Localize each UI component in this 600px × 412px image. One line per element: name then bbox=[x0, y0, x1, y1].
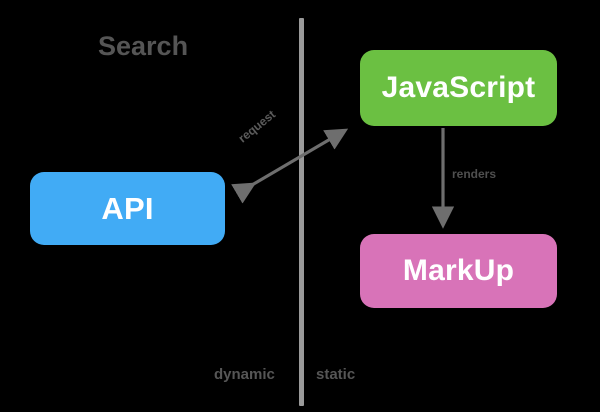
node-javascript-label: JavaScript bbox=[381, 71, 536, 104]
page-title: Search bbox=[98, 31, 189, 61]
zone-label-left: dynamic bbox=[214, 366, 275, 383]
node-markup-label: MarkUp bbox=[402, 254, 515, 287]
edge-cross-label: request bbox=[235, 107, 279, 146]
edge-render-label: renders bbox=[452, 167, 497, 181]
vertical-divider bbox=[299, 18, 304, 406]
node-api-label: API bbox=[101, 190, 154, 226]
edge-cross-arrow bbox=[231, 128, 349, 204]
node-api[interactable]: API bbox=[30, 172, 225, 245]
node-markup[interactable]: MarkUp bbox=[360, 234, 557, 308]
node-javascript[interactable]: JavaScript bbox=[360, 50, 557, 126]
zone-label-right: static bbox=[316, 366, 356, 383]
